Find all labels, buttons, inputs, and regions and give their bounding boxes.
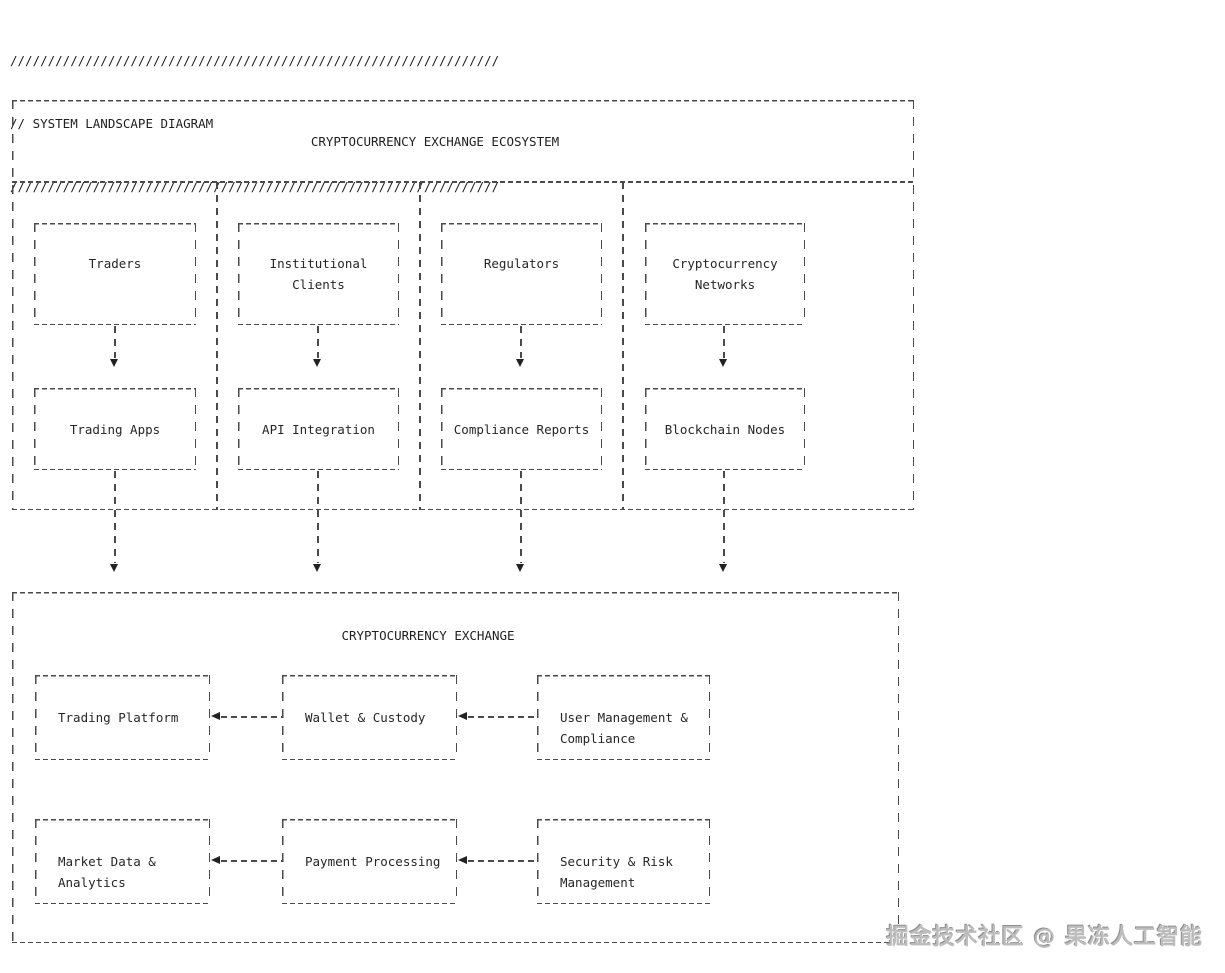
component-box-payment-processing: Payment Processing <box>282 819 457 904</box>
actor-label: Regulators <box>483 256 560 271</box>
component-label: Market Data & Analytics <box>58 854 156 890</box>
actor-label: Traders <box>88 256 142 271</box>
ecosystem-column-divider <box>216 182 218 510</box>
ecosystem-title: CRYPTOCURRENCY EXCHANGE ECOSYSTEM <box>310 134 560 149</box>
down-arrowhead <box>110 564 118 572</box>
down-arrow-line <box>114 326 116 358</box>
down-arrowhead <box>719 359 727 367</box>
down-arrowhead <box>516 359 524 367</box>
down-arrow-line <box>317 326 319 358</box>
left-arrowhead <box>458 712 467 720</box>
comment-slashes-top: ////////////////////////////////////////… <box>10 53 500 68</box>
component-box-trading-platform: Trading Platform <box>35 675 210 760</box>
component-label: User Management & Compliance <box>560 710 688 746</box>
exchange-title: CRYPTOCURRENCY EXCHANGE <box>341 628 515 643</box>
component-box-market-data-analytics: Market Data & Analytics <box>35 819 210 904</box>
system-label: Compliance Reports <box>453 421 590 437</box>
actor-box-institutional-clients: Institutional Clients <box>238 223 399 325</box>
down-arrow-line <box>317 471 319 563</box>
actor-box-traders: Traders <box>34 223 196 325</box>
component-label: Trading Platform <box>58 710 179 725</box>
down-arrow-line <box>520 326 522 358</box>
system-box-api-integration: API Integration <box>238 388 399 470</box>
down-arrow-line <box>723 471 725 563</box>
actor-label: Institutional Clients <box>269 256 368 292</box>
system-box-blockchain-nodes: Blockchain Nodes <box>645 388 805 470</box>
system-box-trading-apps: Trading Apps <box>34 388 196 470</box>
ecosystem-title-separator <box>12 181 914 183</box>
component-label: Payment Processing <box>305 854 441 869</box>
system-label: Blockchain Nodes <box>664 421 786 437</box>
down-arrowhead <box>719 564 727 572</box>
left-arrow-line <box>221 716 282 718</box>
down-arrowhead <box>110 359 118 367</box>
left-arrowhead <box>211 712 220 720</box>
system-box-compliance-reports: Compliance Reports <box>441 388 602 470</box>
down-arrow-line <box>723 326 725 358</box>
system-label: Trading Apps <box>69 421 161 437</box>
left-arrowhead <box>458 856 467 864</box>
component-box-user-management-compliance: User Management & Compliance <box>537 675 710 760</box>
actor-label: Cryptocurrency Networks <box>672 256 778 292</box>
down-arrowhead <box>313 359 321 367</box>
component-label: Wallet & Custody <box>305 710 426 725</box>
actor-box-regulators: Regulators <box>441 223 602 325</box>
left-arrow-line <box>468 860 537 862</box>
actor-box-cryptocurrency-networks: Cryptocurrency Networks <box>645 223 805 325</box>
system-label: API Integration <box>262 421 375 437</box>
left-arrow-line <box>468 716 537 718</box>
watermark-text: 掘金技术社区 @ 果冻人工智能 <box>886 925 1203 950</box>
down-arrow-line <box>114 471 116 563</box>
down-arrowhead <box>516 564 524 572</box>
down-arrowhead <box>313 564 321 572</box>
left-arrow-line <box>221 860 282 862</box>
down-arrow-line <box>520 471 522 563</box>
ecosystem-column-divider <box>622 182 624 510</box>
component-box-wallet-custody: Wallet & Custody <box>282 675 457 760</box>
component-box-security-risk-management: Security & Risk Management <box>537 819 710 904</box>
ecosystem-column-divider <box>419 182 421 510</box>
left-arrowhead <box>211 856 220 864</box>
component-label: Security & Risk Management <box>560 854 673 890</box>
